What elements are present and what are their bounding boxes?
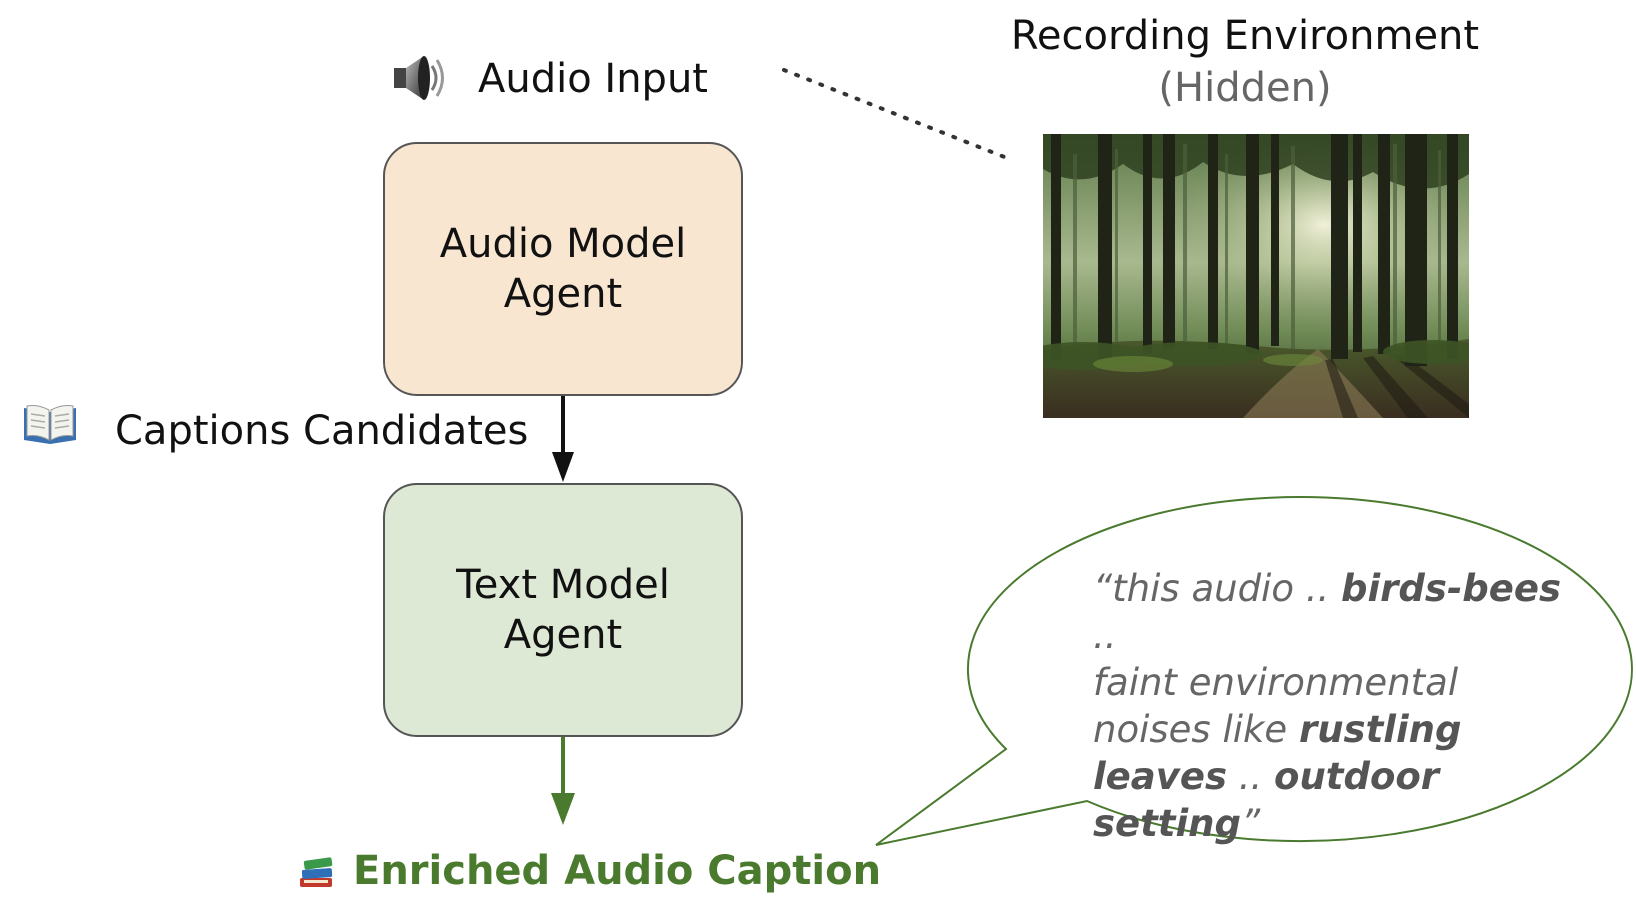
quote-part-3: faint environmental <box>1093 661 1459 704</box>
quote-bold-outdoor-setting: outdoor setting <box>1093 755 1440 845</box>
caption-quote: “this audio .. birds-bees .. faint envir… <box>1093 565 1573 847</box>
audio-model-agent-box: Audio Model Agent <box>383 142 743 396</box>
environment-title: Recording Environment <box>1010 13 1480 59</box>
quote-part-5: .. <box>1226 755 1275 798</box>
forest-image <box>1043 134 1469 418</box>
audio-input-label: Audio Input <box>478 56 708 102</box>
arrow-audio-to-text-head <box>552 452 574 482</box>
quote-bold-birds-bees: birds-bees <box>1341 567 1561 610</box>
audio-model-line2: Agent <box>503 271 623 317</box>
books-icon <box>296 850 336 894</box>
speaker-icon <box>390 52 448 108</box>
quote-bold-leaves: leaves <box>1093 755 1227 798</box>
quote-part-2: .. <box>1093 614 1117 657</box>
text-model-line2: Agent <box>503 612 623 658</box>
quote-part-1: “this audio .. <box>1093 567 1342 610</box>
quote-bold-rustling: rustling <box>1298 708 1462 751</box>
text-model-agent-box: Text Model Agent <box>383 483 743 737</box>
quote-part-4: noises like <box>1093 708 1299 751</box>
enriched-audio-caption-label: Enriched Audio Caption <box>353 848 882 894</box>
captions-candidates-label: Captions Candidates <box>115 408 529 454</box>
quote-part-6: ” <box>1241 802 1261 845</box>
environment-subtitle: (Hidden) <box>1158 65 1332 111</box>
speech-bubble <box>875 496 1633 846</box>
arrow-text-to-output-head <box>551 793 575 825</box>
text-model-line1: Text Model <box>456 562 670 608</box>
dotted-link-line <box>782 68 1014 162</box>
open-book-icon <box>20 400 80 452</box>
audio-model-line1: Audio Model <box>439 221 687 267</box>
